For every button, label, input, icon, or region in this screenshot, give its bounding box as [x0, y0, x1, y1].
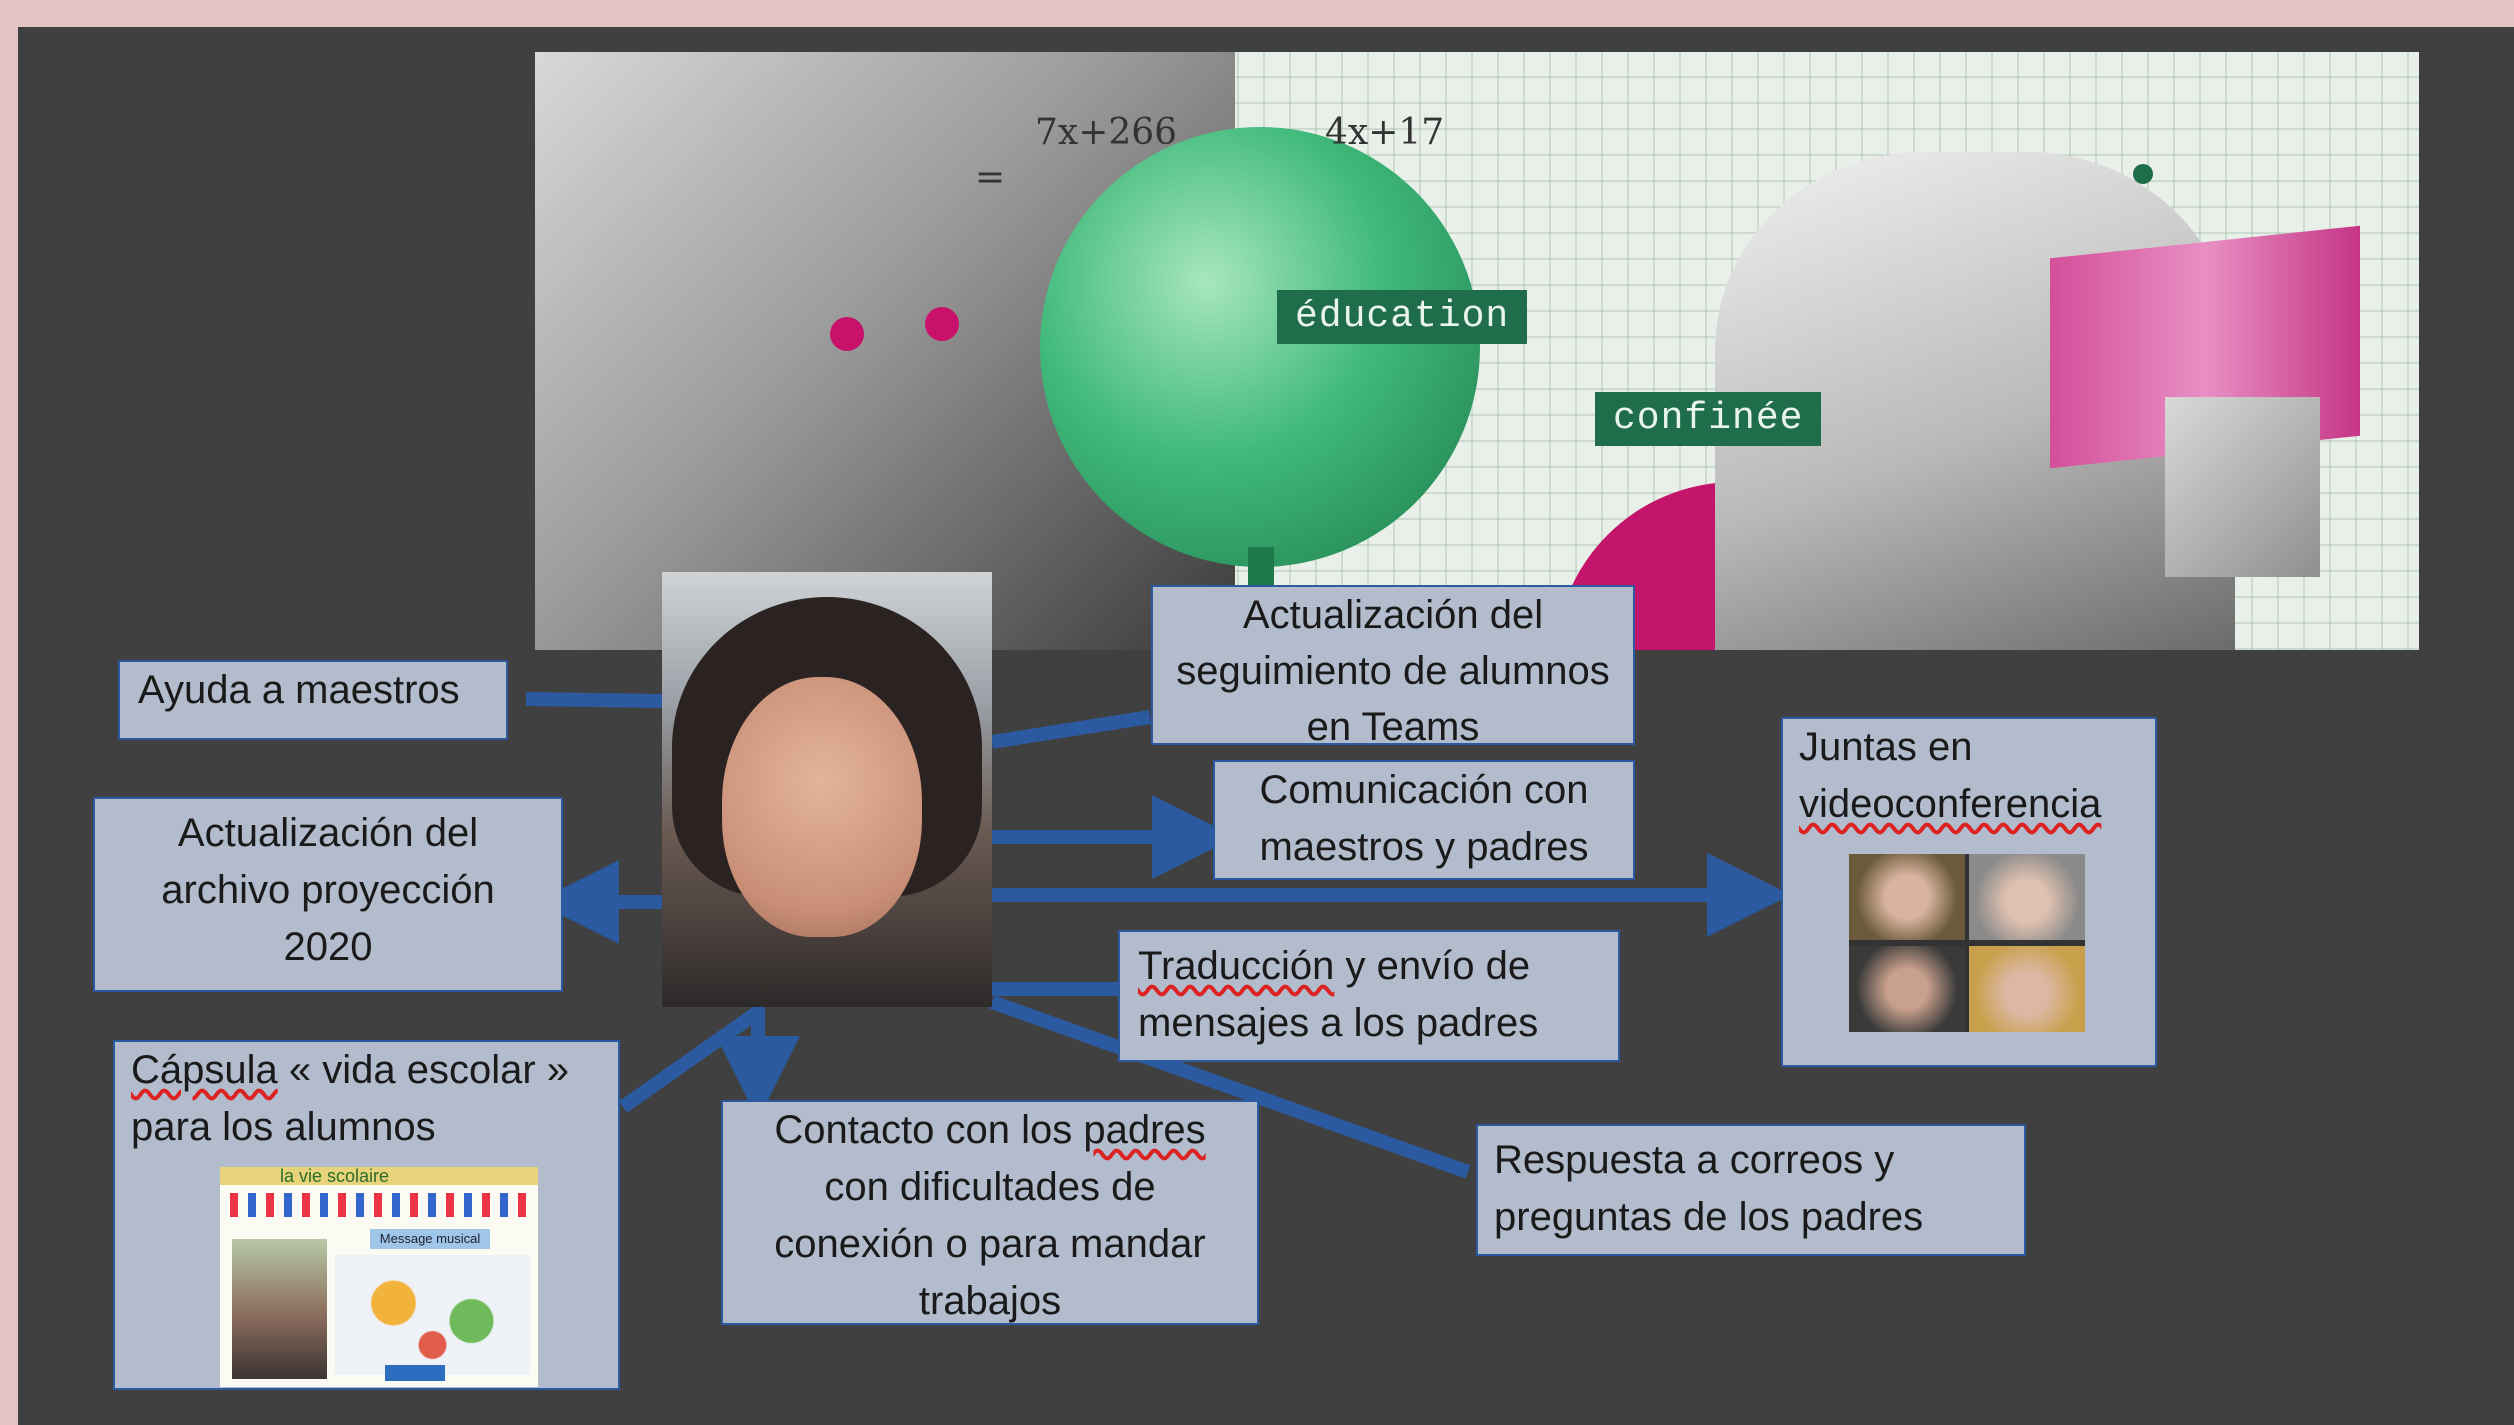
cheek-dot-right — [925, 307, 959, 341]
node-ayuda-maestros: Ayuda a maestros — [118, 660, 508, 740]
banner-image: 7x+266 4x+17 = éducation confinée — [535, 52, 2419, 650]
node-contacto-padres: Contacto con los padres con dificultades… — [721, 1100, 1259, 1325]
node-traduccion-line1: Traducción y envío de — [1138, 938, 1600, 995]
capsule-illustration — [335, 1255, 530, 1375]
participant-4 — [1969, 946, 2085, 1032]
slide: 7x+266 4x+17 = éducation confinée — [18, 27, 2514, 1425]
node-capsula-vida-escolar: Cápsula « vida escolar » para los alumno… — [113, 1040, 620, 1390]
node-capsula-line2: para los alumnos — [131, 1105, 436, 1149]
node-juntas-videoconferencia: Juntas en videoconferencia — [1781, 717, 2157, 1067]
arrow-to-respuesta — [989, 995, 1471, 1179]
node-capsula-word: Cápsula — [131, 1048, 278, 1092]
node-capsula-rest: « vida escolar » — [277, 1048, 570, 1092]
node-ayuda-label: Ayuda a maestros — [138, 668, 460, 712]
node-contacto-rest: con dificultades de conexión o para mand… — [774, 1165, 1206, 1323]
grey-book — [2165, 397, 2320, 577]
participant-2 — [1969, 854, 2085, 940]
node-respuesta-correos: Respuesta a correos y preguntas de los p… — [1476, 1124, 2026, 1256]
capsule-title-bar — [220, 1167, 538, 1185]
cheek-dot-left — [830, 317, 864, 351]
node-contacto-prefix: Contacto con los — [774, 1108, 1084, 1152]
connector-arrows — [525, 692, 1791, 1179]
capsule-title: la vie scolaire — [280, 1167, 390, 1186]
node-respuesta-label: Respuesta a correos y preguntas de los p… — [1494, 1138, 1924, 1239]
node-traduccion-word: Traducción — [1138, 944, 1335, 988]
node-archivo-label: Actualización del archivo proyección 202… — [161, 811, 495, 969]
photo-face — [722, 677, 922, 937]
videoconference-thumbnail — [1849, 854, 2085, 1032]
capsule-portrait — [232, 1239, 327, 1379]
node-juntas-line2: videoconferencia — [1799, 782, 2102, 826]
node-traduccion-line2: mensajes a los padres — [1138, 1001, 1539, 1045]
node-juntas-line1: Juntas en — [1799, 725, 1973, 769]
participant-1 — [1849, 854, 1965, 940]
math-expression-1: 7x+266 — [1035, 112, 1178, 153]
node-actualizacion-archivo: Actualización del archivo proyección 202… — [93, 797, 563, 992]
tag-education: éducation — [1277, 290, 1528, 344]
node-traduccion-rest: y envío de — [1334, 944, 1531, 988]
capsule-button — [385, 1365, 445, 1381]
participant-3 — [1849, 946, 1965, 1032]
node-traduccion: Traducción y envío de mensajes a los pad… — [1118, 930, 1620, 1062]
math-equals: = — [975, 157, 1006, 198]
capsule-subtitle: Message musical — [370, 1229, 490, 1249]
arrow-to-capsula — [618, 1006, 763, 1113]
green-dot — [2133, 164, 2153, 184]
tag-confinee: confinée — [1595, 392, 1822, 446]
arrow-to-seguimiento — [990, 710, 1152, 749]
node-actualizacion-seguimiento: Actualización del seguimiento de alumnos… — [1151, 585, 1635, 749]
math-expression-2: 4x+17 — [1325, 112, 1445, 153]
node-capsula-line1: Cápsula « vida escolar » — [131, 1042, 602, 1099]
teacher-photo — [662, 572, 992, 1007]
node-comunicacion: Comunicación con maestros y padres — [1213, 760, 1635, 880]
node-contacto-line1: Contacto con los padres — [723, 1102, 1257, 1159]
capsule-thumbnail: la vie scolaire Message musical — [220, 1167, 538, 1387]
node-contacto-word: padres — [1083, 1108, 1206, 1152]
globe — [1040, 127, 1480, 567]
capsule-figures — [230, 1193, 528, 1217]
node-comunicacion-label: Comunicación con maestros y padres — [1259, 768, 1589, 869]
arrow-to-ayuda — [525, 692, 663, 708]
node-seguimiento-label: Actualización del seguimiento de alumnos… — [1176, 593, 1610, 749]
